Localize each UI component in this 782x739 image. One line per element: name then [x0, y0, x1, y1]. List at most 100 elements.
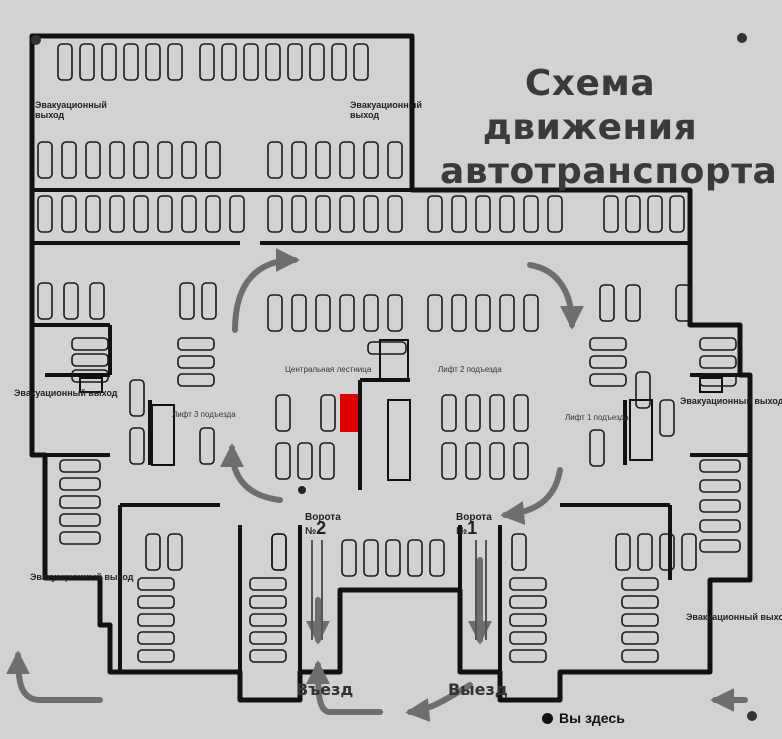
parking-space: [331, 43, 347, 81]
evacuation-exit-left: Эвакуационный выход: [14, 388, 118, 398]
parking-space: [509, 595, 547, 609]
parking-space: [319, 442, 335, 480]
parking-space: [109, 141, 125, 179]
parking-space: [341, 539, 357, 577]
parking-space: [167, 43, 183, 81]
parking-space: [625, 195, 641, 233]
parking-space: [647, 195, 663, 233]
parking-space: [621, 613, 659, 627]
parking-space: [699, 499, 741, 513]
parking-space: [229, 195, 245, 233]
parking-space: [523, 294, 539, 332]
parking-space: [699, 519, 741, 533]
parking-space: [157, 141, 173, 179]
parking-space: [385, 539, 401, 577]
parking-space: [699, 355, 737, 369]
parking-space: [465, 394, 481, 432]
parking-space: [659, 399, 675, 437]
parking-space: [205, 141, 221, 179]
parking-space: [37, 195, 53, 233]
parking-space: [109, 195, 125, 233]
parking-space: [547, 195, 563, 233]
parking-space: [387, 294, 403, 332]
parking-space: [145, 43, 161, 81]
parking-space: [267, 195, 283, 233]
parking-space: [249, 595, 287, 609]
parking-space: [123, 43, 139, 81]
evacuation-exit-right: Эвакуационный выход: [680, 396, 782, 406]
parking-space: [133, 141, 149, 179]
parking-space: [699, 373, 737, 387]
parking-space: [85, 195, 101, 233]
parking-space: [589, 429, 605, 467]
parking-space: [363, 294, 379, 332]
parking-space: [475, 195, 491, 233]
parking-space: [699, 337, 737, 351]
parking-space: [267, 294, 283, 332]
parking-space: [137, 631, 175, 645]
parking-space: [101, 43, 117, 81]
parking-space: [59, 495, 101, 509]
parking-space: [129, 427, 145, 465]
parking-space: [129, 379, 145, 417]
parking-space: [367, 341, 407, 355]
parking-space: [201, 282, 217, 320]
parking-space: [137, 595, 175, 609]
parking-space: [71, 337, 109, 351]
parking-space: [177, 337, 215, 351]
gate-2-label: Ворота №2: [305, 512, 341, 538]
parking-space: [249, 631, 287, 645]
parking-space: [475, 294, 491, 332]
title-line-2: автотранспорта: [440, 151, 778, 192]
parking-space: [363, 539, 379, 577]
parking-space: [287, 43, 303, 81]
parking-space: [489, 442, 505, 480]
parking-space: [205, 195, 221, 233]
parking-space: [621, 595, 659, 609]
parking-space: [59, 513, 101, 527]
parking-space: [249, 613, 287, 627]
you-are-here-dot-icon: [542, 713, 553, 724]
parking-space: [315, 294, 331, 332]
parking-space: [589, 337, 627, 351]
parking-space: [363, 195, 379, 233]
parking-space: [199, 427, 215, 465]
parking-space: [267, 141, 283, 179]
parking-space: [387, 195, 403, 233]
parking-space: [637, 533, 653, 571]
parking-space: [621, 631, 659, 645]
parking-space: [137, 649, 175, 663]
parking-space: [320, 394, 336, 432]
parking-space: [167, 533, 183, 571]
parking-space: [137, 577, 175, 591]
parking-space: [513, 394, 529, 432]
parking-space: [315, 141, 331, 179]
parking-space: [589, 355, 627, 369]
title-line-1: Схема движения: [482, 63, 698, 148]
parking-space: [249, 577, 287, 591]
parking-space: [199, 43, 215, 81]
parking-space: [429, 539, 445, 577]
parking-space: [699, 459, 741, 473]
parking-space: [699, 539, 741, 553]
lift-2-label: Лифт 2 подъезда: [438, 365, 502, 374]
parking-space: [275, 394, 291, 432]
parking-space: [451, 195, 467, 233]
parking-space: [315, 195, 331, 233]
parking-space: [71, 353, 109, 367]
parking-space: [451, 294, 467, 332]
entry-label: Въезд: [296, 680, 354, 699]
parking-space: [85, 141, 101, 179]
parking-space: [71, 369, 109, 383]
parking-space: [79, 43, 95, 81]
parking-space: [63, 282, 79, 320]
parking-space: [621, 649, 659, 663]
parking-space: [499, 294, 515, 332]
building-outline: [29, 33, 753, 703]
parking-space: [465, 442, 481, 480]
parking-space: [339, 294, 355, 332]
parking-space: [339, 141, 355, 179]
parking-space: [635, 371, 651, 409]
